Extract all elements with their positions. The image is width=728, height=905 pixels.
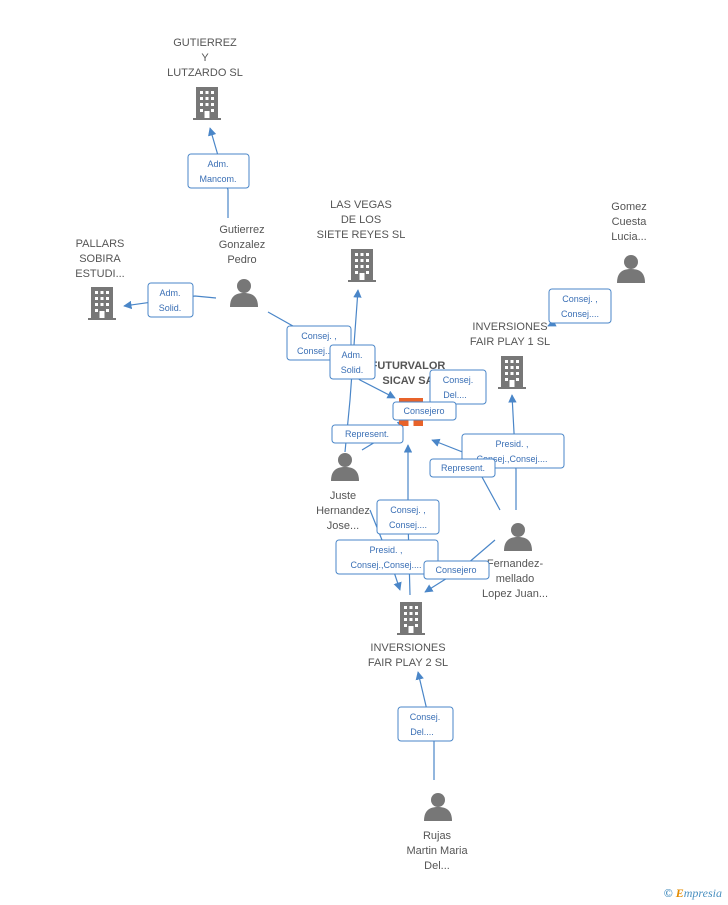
edge-label-line: Adm. [207,159,228,169]
edge-label-consejero-2[interactable]: Consejero [423,560,490,580]
node-label-line: mellado [496,573,535,585]
node-label-line: Jose... [327,520,359,532]
node-fair-play-2[interactable]: INVERSIONES FAIR PLAY 2 SL [368,602,448,669]
brand-logo-rest: mpresia [683,886,722,900]
node-label-line: INVERSIONES [472,321,547,333]
node-label-line: Gutierrez [219,224,264,236]
node-label-line: Del... [424,860,450,872]
node-label-line: Gomez [611,201,646,213]
edge-label-line: Consej.,Consej.... [350,560,421,570]
brand-footer: © Empresia [664,886,722,901]
node-label-line: FUTURVALOR [371,360,446,372]
edge-label-presid-2[interactable]: Presid. , Consej.,Consej.... [335,539,439,575]
brand-logo-initial: E [675,886,684,900]
node-label-line: Rujas [423,830,452,842]
node-label-line: DE LOS [341,214,381,226]
node-label-line: SOBIRA [79,253,121,265]
node-gutierrez-pedro[interactable]: Gutierrez Gonzalez Pedro [219,224,265,307]
building-icon [88,287,116,320]
person-icon [331,453,359,481]
node-label-line: LUTZARDO SL [167,67,243,79]
copyright-icon: © [663,886,673,900]
edge-label-consej-2[interactable]: Consej. , Consej.... [548,288,612,324]
edge-label-consej-3[interactable]: Consej. , Consej.... [376,499,440,535]
edge-label-line: Solid. [341,365,364,375]
node-label-line: Martin Maria [406,845,468,857]
edge-label-line: Mancom. [199,174,236,184]
node-label-line: Y [201,52,209,64]
edge-label-adm-solid-1[interactable]: Adm. Solid. [147,282,194,318]
node-label-line: Pedro [227,254,256,266]
node-label-line: Gonzalez [219,239,265,251]
edge-label-consej-del-1[interactable]: Consej. Del.... [429,369,487,405]
edge-label-line: Represent. [441,463,485,473]
edge-label-line: Consej.... [389,520,427,530]
edge-label-line: Del.... [410,727,434,737]
node-label-line: LAS VEGAS [330,199,392,211]
edge-label-represent-1[interactable]: Represent. [331,424,404,444]
edge-gutierrez-pedro-to-lutzardo [208,127,229,218]
edge-label-line: Adm. [341,350,362,360]
edge-label-consejero-1[interactable]: Consejero [392,401,457,421]
node-pallars[interactable]: PALLARS SOBIRA ESTUDI... [75,238,125,320]
node-label-line: ESTUDI... [75,268,125,280]
edge-label-line: Consejero [403,406,444,416]
node-fair-play-1[interactable]: INVERSIONES FAIR PLAY 1 SL [470,321,550,389]
edge-label-line: Consej. , [390,505,426,515]
edge-label-line: Consejero [435,565,476,575]
edge-label-adm-solid-2[interactable]: Adm. Solid. [329,344,376,380]
edge-label-line: Consej. , [301,331,337,341]
edge-fernandez-to-fair-play-1 [508,394,517,510]
building-icon [193,87,221,120]
node-label-line: Lopez Juan... [482,588,548,600]
edge-label-adm-mancom[interactable]: Adm. Mancom. [187,153,250,189]
building-icon [348,249,376,282]
edge-label-line: Represent. [345,429,389,439]
person-icon [504,523,532,551]
person-icon [424,793,452,821]
node-label-line: Cuesta [612,216,648,228]
person-icon [230,279,258,307]
person-icon [617,255,645,283]
edge-label-line: Consej.... [561,309,599,319]
node-gutierrez-lutzardo[interactable]: GUTIERREZ Y LUTZARDO SL [167,37,243,120]
edge-label-line: Consej. [443,375,474,385]
edge-label-line: Adm. [159,288,180,298]
node-label-line: SIETE REYES SL [317,229,406,241]
edge-label-line: Presid. , [369,545,402,555]
edge-label-line: Consej.,Consej.... [476,454,547,464]
node-label-line: Lucia... [611,231,646,243]
node-fernandez[interactable]: Fernandez- mellado Lopez Juan... [482,523,548,600]
node-rujas[interactable]: Rujas Martin Maria Del... [406,793,468,872]
edge-label-line: Presid. , [495,439,528,449]
building-icon [397,602,425,635]
node-label-line: Juste [330,490,356,502]
node-label-line: GUTIERREZ [173,37,237,49]
node-label-line: SICAV SA [382,375,433,387]
node-label-line: FAIR PLAY 1 SL [470,336,550,348]
building-icon [498,356,526,389]
node-juste[interactable]: Juste Hernandez Jose... [316,453,370,532]
node-label-line: Fernandez- [487,558,544,570]
node-label-line: FAIR PLAY 2 SL [368,657,448,669]
node-label-line: PALLARS [76,238,125,250]
node-gomez[interactable]: Gomez Cuesta Lucia... [611,201,647,283]
node-label-line: Hernandez [316,505,370,517]
edge-label-consej-del-2[interactable]: Consej. Del.... [397,706,454,742]
edge-label-represent-2[interactable]: Represent. [429,458,496,478]
edge-label-line: Consej. [410,712,441,722]
node-las-vegas[interactable]: LAS VEGAS DE LOS SIETE REYES SL [317,199,406,282]
edge-label-line: Del.... [443,390,467,400]
edge-label-line: Consej.... [297,346,335,356]
edge-label-line: Solid. [159,303,182,313]
edge-label-line: Consej. , [562,294,598,304]
node-label-line: INVERSIONES [370,642,445,654]
